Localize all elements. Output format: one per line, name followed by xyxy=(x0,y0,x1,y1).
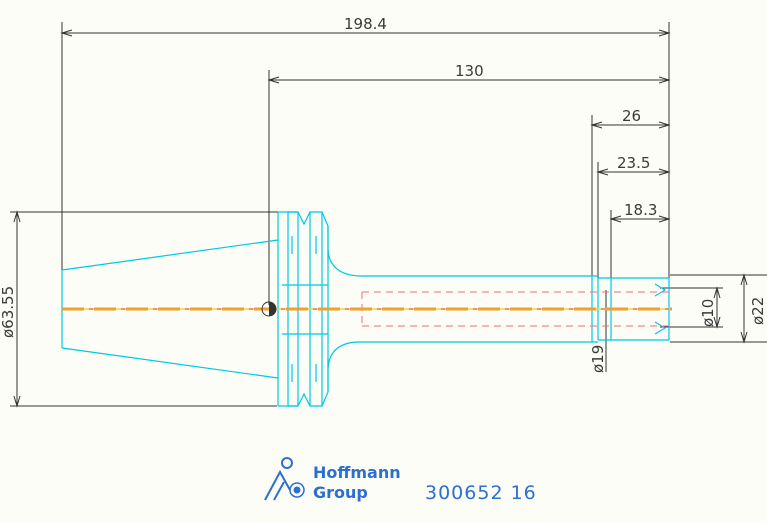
dim-bore-diameter: ø10 xyxy=(699,299,717,327)
dim-shank-diameter: ø19 xyxy=(589,345,607,373)
logo-line-2: Group xyxy=(313,483,368,502)
hoffmann-group-logo: Hoffmann Group 300652 16 xyxy=(264,457,537,504)
dimension-lines xyxy=(10,22,767,408)
gauge-point-marker xyxy=(261,301,277,317)
dim-23-5: 23.5 xyxy=(617,154,650,172)
dim-18-3: 18.3 xyxy=(624,201,657,219)
part-number: 300652 16 xyxy=(425,482,537,504)
dim-nose-diameter: ø22 xyxy=(749,297,767,325)
dim-gauge-length: 130 xyxy=(455,62,484,80)
logo-mark-icon xyxy=(264,457,305,501)
logo-line-1: Hoffmann xyxy=(313,463,401,482)
dim-26: 26 xyxy=(622,107,641,125)
dim-overall-length: 198.4 xyxy=(344,15,387,33)
dim-flange-diameter: ø63.55 xyxy=(0,286,17,338)
